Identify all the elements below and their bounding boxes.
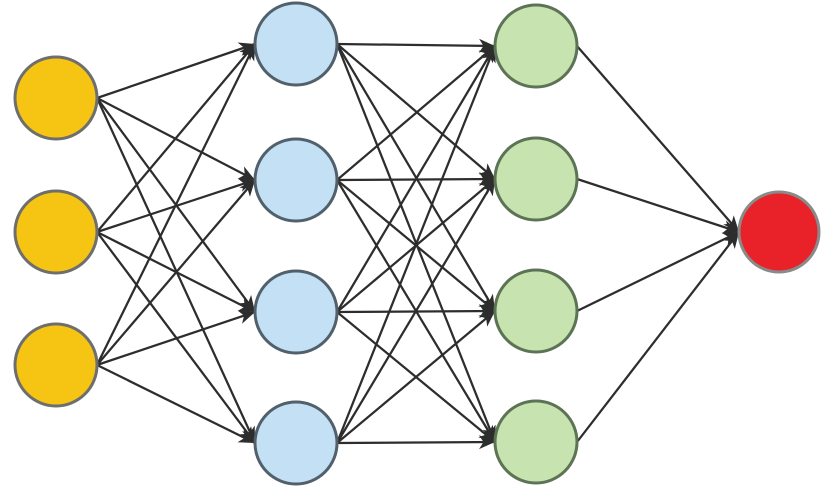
edge-input-layer-1-to-hidden-layer-1-4 bbox=[95, 97, 257, 444]
edge-hidden-layer-2-2-to-output-layer-1 bbox=[576, 177, 740, 234]
edge-input-layer-3-to-hidden-layer-1-3 bbox=[96, 310, 256, 367]
input-layer bbox=[13, 55, 99, 408]
edge-hidden-layer-1-4-to-hidden-layer-2-1 bbox=[335, 45, 497, 444]
edge-hidden-layer-1-1-to-hidden-layer-2-1 bbox=[336, 38, 496, 53]
hidden-layer-2-node-1 bbox=[493, 3, 579, 89]
edge-hidden-layer-1-4-to-hidden-layer-2-2 bbox=[336, 178, 496, 444]
edges bbox=[95, 38, 740, 450]
hidden-layer-1-node-2 bbox=[253, 137, 339, 223]
edge-hidden-layer-2-3-to-output-layer-1 bbox=[576, 230, 740, 313]
edge-hidden-layer-1-4-to-hidden-layer-2-3 bbox=[336, 310, 496, 444]
hidden-layer-1-node-3 bbox=[253, 269, 339, 355]
hidden-layer-1-node-4 bbox=[253, 400, 339, 486]
hidden-layer-2-node-3 bbox=[493, 268, 579, 354]
edge-input-layer-3-to-hidden-layer-1-4 bbox=[96, 363, 256, 445]
input-layer-node-3 bbox=[13, 322, 99, 408]
hidden-layer-2-node-2 bbox=[493, 136, 579, 222]
hidden-layer-1-node-1 bbox=[253, 1, 339, 87]
output-layer bbox=[737, 190, 821, 274]
hidden-layer-2-node-4 bbox=[493, 399, 579, 485]
input-layer-node-1 bbox=[13, 55, 99, 141]
edge-input-layer-1-to-hidden-layer-1-1 bbox=[96, 42, 256, 100]
edge-input-layer-3-to-hidden-layer-1-1 bbox=[95, 43, 257, 366]
edge-hidden-layer-1-2-to-hidden-layer-2-1 bbox=[336, 45, 496, 181]
edge-hidden-layer-1-4-to-hidden-layer-2-4 bbox=[336, 435, 496, 450]
edge-hidden-layer-2-4-to-output-layer-1 bbox=[576, 231, 740, 443]
edge-hidden-layer-1-3-to-hidden-layer-2-1 bbox=[336, 45, 496, 313]
hidden-layer-1 bbox=[253, 1, 339, 486]
input-layer-node-2 bbox=[13, 189, 99, 275]
edge-hidden-layer-1-1-to-hidden-layer-2-2 bbox=[336, 43, 496, 180]
edge-input-layer-2-to-hidden-layer-1-1 bbox=[96, 43, 256, 233]
output-layer-node-1 bbox=[737, 190, 821, 274]
edge-input-layer-3-to-hidden-layer-1-2 bbox=[96, 179, 256, 366]
hidden-layer-2 bbox=[493, 3, 579, 485]
edge-hidden-layer-2-1-to-output-layer-1 bbox=[576, 45, 740, 233]
